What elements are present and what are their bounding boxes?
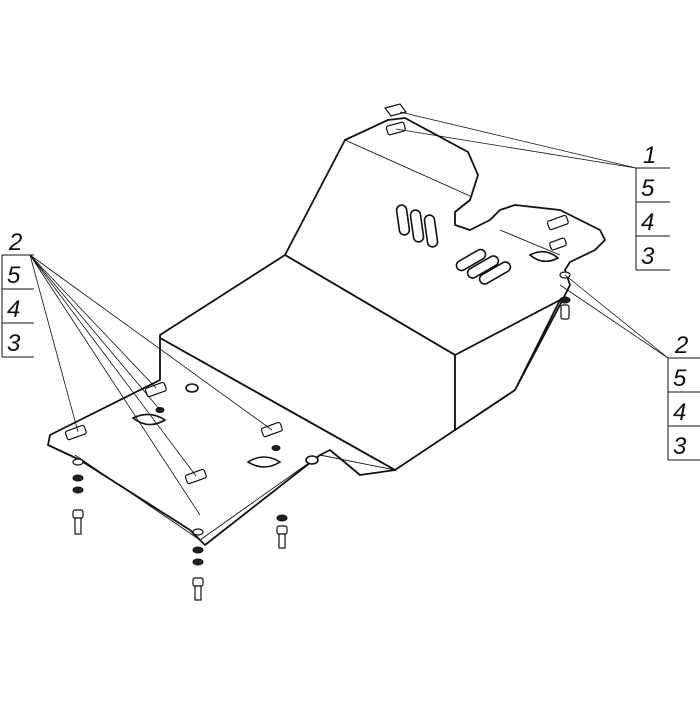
round-hole-2 (305, 455, 319, 465)
fastener-set-3 (276, 514, 288, 549)
fastener-set-1 (72, 458, 84, 535)
callout-label: 4 (673, 399, 686, 426)
callout-label: 2 (8, 229, 22, 256)
center-box-side (454, 299, 561, 431)
half-moon-cutout-2 (246, 456, 282, 468)
fastener-set-2 (192, 528, 204, 601)
vent-slots-lower (455, 248, 512, 285)
plate-edge (74, 454, 201, 541)
half-moon-cutout-1 (131, 413, 167, 426)
callout-label: 4 (641, 209, 654, 236)
callout-label: 5 (641, 175, 655, 202)
callout-label: 1 (643, 142, 656, 169)
callout-label: 2 (674, 332, 688, 359)
callout-table-right: 2 5 4 3 (667, 332, 700, 461)
plate-edge-2 (199, 454, 396, 541)
leader-lines (29, 111, 669, 516)
half-moon-cutout-3 (528, 250, 560, 263)
callout-label: 5 (7, 262, 21, 289)
fold-line-top (344, 139, 471, 197)
callout-label: 3 (641, 243, 655, 270)
vent-slots-upper (395, 204, 439, 248)
callout-table-left: 2 5 4 3 (1, 229, 34, 358)
mounting-bracket-4 (64, 424, 87, 441)
callout-label: 3 (7, 330, 21, 357)
front-mounting-plate (47, 337, 396, 546)
callout-label: 5 (673, 365, 687, 392)
skid-plate (47, 103, 606, 546)
mounting-bracket-2 (546, 214, 569, 251)
callout-label: 4 (7, 296, 20, 323)
fold-line-ear (499, 229, 561, 256)
mounting-bracket-1 (383, 103, 408, 136)
callout-label: 3 (673, 433, 687, 460)
fastener-set-4 (559, 271, 571, 320)
round-hole-1 (185, 383, 199, 393)
mounting-bracket-6 (184, 468, 207, 485)
callout-table-top-right: 1 5 4 3 (635, 142, 670, 271)
